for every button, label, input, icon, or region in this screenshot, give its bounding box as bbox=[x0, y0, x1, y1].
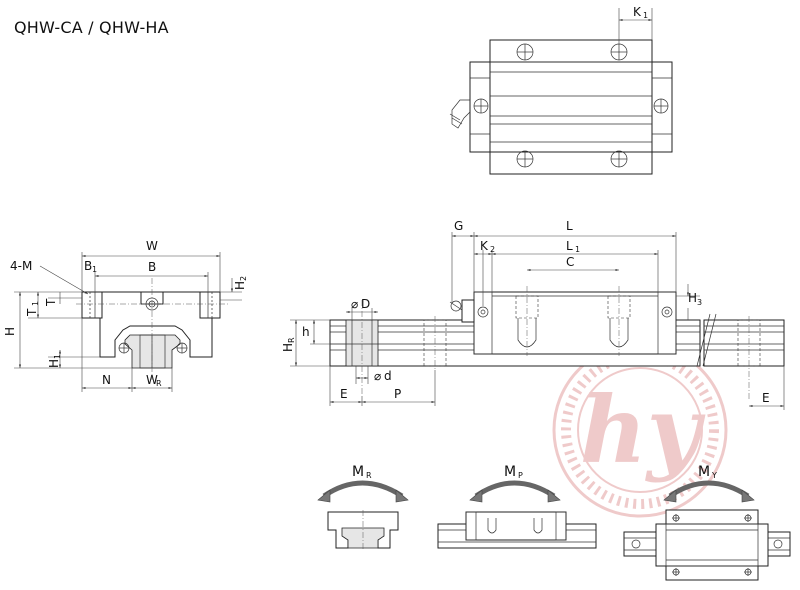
label-t1-sub: 1 bbox=[31, 301, 40, 306]
label-wr-sub: R bbox=[156, 379, 162, 388]
block-end-hole bbox=[661, 306, 673, 318]
my-block-hole bbox=[744, 568, 752, 576]
mp-rotation-arrow bbox=[474, 480, 556, 499]
label-k1-sub: 1 bbox=[643, 11, 648, 20]
label-h2-sub: 2 bbox=[239, 276, 248, 281]
label-hr: H bbox=[281, 343, 295, 352]
label-h3-sub: 3 bbox=[697, 298, 702, 307]
label-e: E bbox=[340, 387, 348, 401]
top-view: K 1 bbox=[449, 5, 673, 175]
top-hole bbox=[516, 150, 534, 168]
label-d-small: d bbox=[384, 369, 392, 383]
label-h3: H bbox=[688, 291, 697, 305]
front-hole bbox=[176, 342, 188, 354]
label-h-small: h bbox=[302, 325, 310, 339]
label-h: H bbox=[3, 327, 17, 336]
label-my-sub: Y bbox=[711, 471, 717, 480]
label-dia-d-symbol: ⌀ bbox=[351, 297, 358, 311]
block-tapped-hole bbox=[607, 286, 631, 356]
label-h1-sub: 1 bbox=[53, 354, 62, 359]
top-hole bbox=[610, 150, 628, 168]
my-block-hole bbox=[672, 514, 680, 522]
my-rail-hole bbox=[773, 539, 783, 549]
label-b: B bbox=[148, 260, 156, 274]
grease-nipple bbox=[449, 99, 471, 129]
block-end-hole bbox=[477, 306, 489, 318]
moment-my-view: M Y bbox=[623, 464, 791, 581]
side-view: G L K 2 L 1 C H 3 bbox=[281, 219, 785, 410]
moment-mp-view: M P bbox=[437, 464, 597, 549]
mr-rotation-arrow bbox=[322, 480, 404, 499]
label-my: M bbox=[698, 464, 710, 480]
rail-hole bbox=[737, 316, 761, 400]
front-hole bbox=[118, 342, 130, 354]
top-hole bbox=[473, 98, 489, 114]
label-e-right: E bbox=[762, 391, 770, 405]
label-c: C bbox=[566, 255, 574, 269]
my-rotation-arrow bbox=[668, 480, 750, 499]
label-dia-d-small-symbol: ⌀ bbox=[374, 369, 381, 383]
label-mr-sub: R bbox=[366, 471, 372, 480]
rail-hole bbox=[423, 316, 447, 370]
front-view: W B B 1 4-M H 2 H T bbox=[3, 239, 248, 392]
my-rail-hole bbox=[631, 539, 641, 549]
label-mp: M bbox=[504, 464, 516, 480]
label-mr: M bbox=[352, 464, 364, 480]
moment-mr-view: M R bbox=[317, 464, 409, 550]
watermark-logo: hy bbox=[552, 342, 728, 518]
label-t: T bbox=[44, 298, 58, 307]
label-l1: L bbox=[566, 239, 573, 253]
my-block-hole bbox=[744, 514, 752, 522]
my-block-hole bbox=[672, 568, 680, 576]
label-4m: 4-M bbox=[10, 259, 32, 273]
label-p: P bbox=[394, 387, 401, 401]
label-n: N bbox=[102, 373, 111, 387]
top-hole bbox=[610, 43, 628, 61]
label-mp-sub: P bbox=[518, 471, 523, 480]
label-b1: B bbox=[84, 259, 92, 273]
label-l1-sub: 1 bbox=[575, 245, 580, 254]
label-w: W bbox=[146, 239, 158, 253]
label-h1: H bbox=[47, 359, 61, 368]
label-d-big: D bbox=[361, 297, 370, 311]
label-wr: W bbox=[146, 373, 158, 387]
label-h2: H bbox=[233, 281, 247, 290]
label-k2-sub: 2 bbox=[490, 245, 495, 254]
label-g: G bbox=[454, 219, 463, 233]
label-b1-sub: 1 bbox=[92, 265, 97, 274]
block-tapped-hole bbox=[515, 286, 539, 356]
label-l: L bbox=[566, 219, 573, 233]
top-hole bbox=[516, 43, 534, 61]
label-k2: K bbox=[480, 239, 489, 253]
page-title: QHW-CA / QHW-HA bbox=[14, 18, 169, 37]
label-k1: K bbox=[633, 5, 642, 19]
watermark-text: hy bbox=[580, 376, 706, 484]
label-hr-sub: R bbox=[287, 337, 296, 343]
label-t1: T bbox=[25, 308, 39, 317]
top-hole bbox=[653, 98, 669, 114]
